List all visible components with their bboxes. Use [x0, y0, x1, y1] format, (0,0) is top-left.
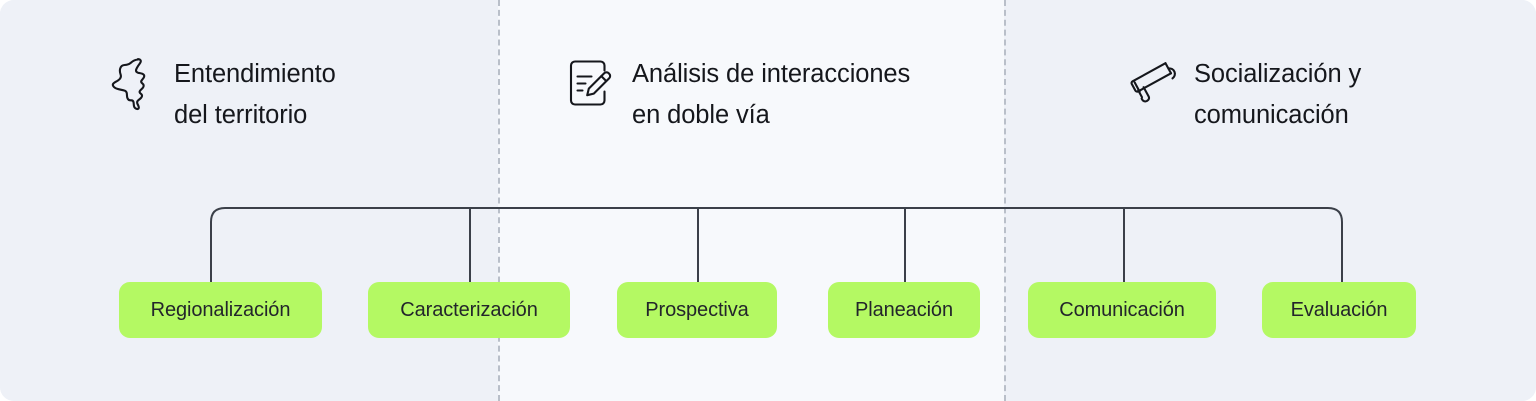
node-caracterizacion[interactable]: Caracterización — [368, 282, 570, 338]
node-label: Caracterización — [400, 298, 538, 321]
stage-label: Análisis de interacciones en doble vía — [632, 60, 911, 129]
node-label: Evaluación — [1290, 298, 1388, 321]
document-pencil-icon — [562, 52, 616, 114]
node-evaluacion[interactable]: Evaluación — [1262, 282, 1416, 338]
node-label: Planeación — [855, 298, 953, 321]
stage-label: Socialización y comunicación — [1194, 60, 1362, 129]
stage-divider-1 — [498, 0, 500, 401]
colombia-map-icon — [104, 52, 158, 114]
stage-header-analisis-de-interacciones: Análisis de interacciones en doble vía — [562, 52, 910, 136]
node-label: Regionalización — [150, 298, 291, 321]
node-comunicacion[interactable]: Comunicación — [1028, 282, 1216, 338]
megaphone-icon — [1124, 52, 1178, 114]
stage-divider-2 — [1004, 0, 1006, 401]
node-regionalizacion[interactable]: Regionalización — [119, 282, 322, 338]
node-label: Comunicación — [1059, 298, 1185, 321]
node-prospectiva[interactable]: Prospectiva — [617, 282, 777, 338]
stage-label: Entendimiento del territorio — [174, 60, 336, 129]
stage-header-socializacion-y-comunicacion: Socialización y comunicación — [1124, 52, 1361, 136]
stage-header-entendimiento-del-territorio: Entendimiento del territorio — [104, 52, 336, 136]
node-planeacion[interactable]: Planeación — [828, 282, 980, 338]
node-label: Prospectiva — [645, 298, 749, 321]
